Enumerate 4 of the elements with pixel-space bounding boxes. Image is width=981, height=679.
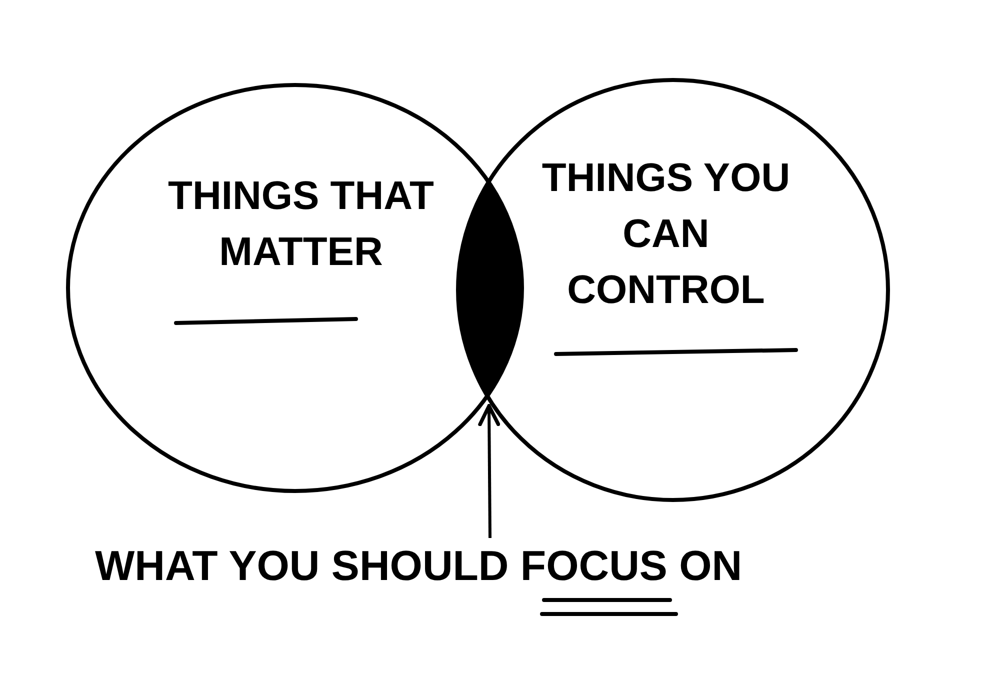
circle-label: THINGS THAT MATTER xyxy=(167,173,435,276)
caption-text: WHAT YOU SHOULD FOCUS ON xyxy=(95,541,742,591)
circle-label: THINGS YOU CAN CONTROL xyxy=(540,155,792,314)
arrow xyxy=(478,404,500,538)
